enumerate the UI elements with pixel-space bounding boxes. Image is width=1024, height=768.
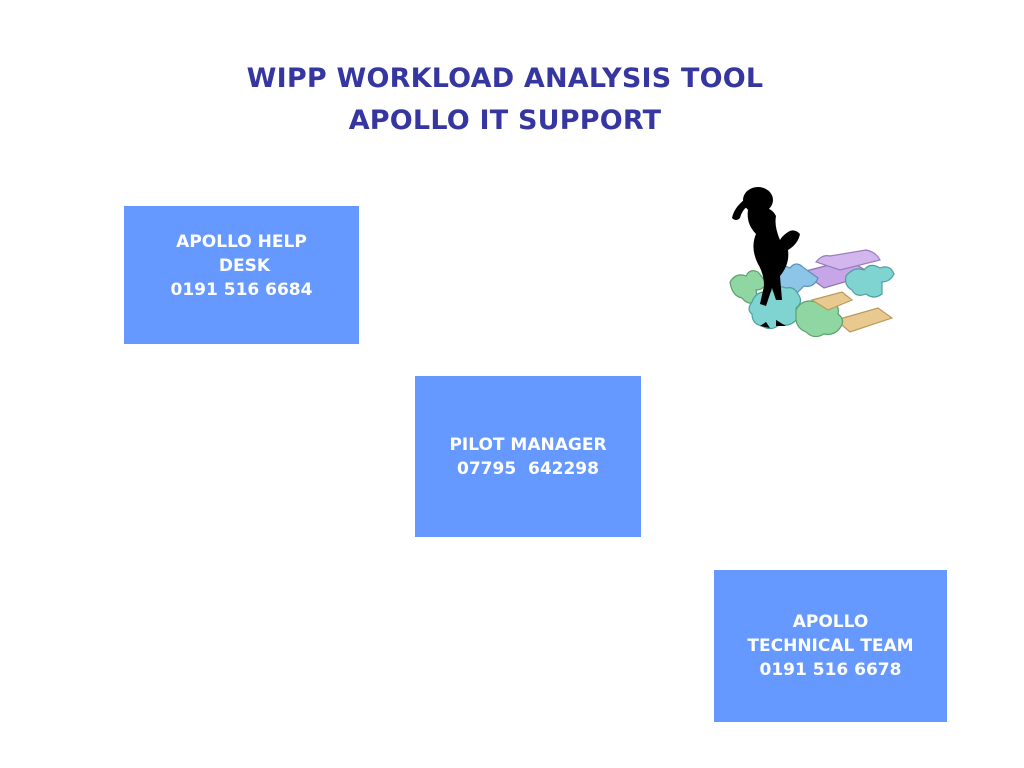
pilot-manager-line-1: PILOT MANAGER [449,434,607,455]
technical-team-box: APOLLO TECHNICAL TEAM 0191 516 6678 [714,570,947,722]
help-desk-box: APOLLO HELP DESK 0191 516 6684 [124,206,359,344]
title-line-2: APOLLO IT SUPPORT [348,105,662,136]
help-desk-line-1: APOLLO HELP [176,232,307,252]
slide-title: WIPP WORKLOAD ANALYSIS TOOL APOLLO IT SU… [0,58,1010,142]
help-desk-line-2: DESK [212,256,271,276]
puzzle-thinker-icon [729,187,895,338]
help-desk-phone: 0191 516 6684 [170,280,313,300]
technical-team-line-2: TECHNICAL TEAM [747,636,914,656]
technical-team-line-1: APOLLO [792,612,869,632]
pilot-manager-box: PILOT MANAGER 07795 642298 [415,376,641,537]
title-line-1: WIPP WORKLOAD ANALYSIS TOOL [246,63,764,94]
technical-team-phone: 0191 516 6678 [759,660,902,680]
pilot-manager-phone: 07795 642298 [457,458,599,479]
